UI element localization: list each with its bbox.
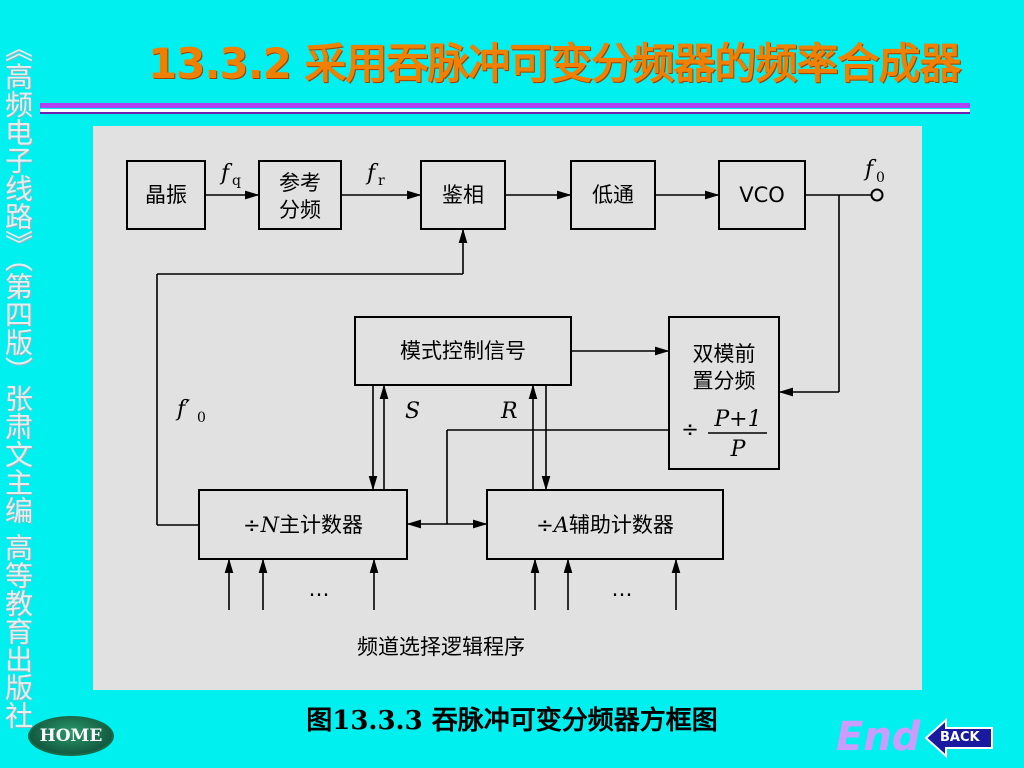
prescaler-block xyxy=(668,316,780,470)
ref-divider-label-1: 参考 xyxy=(279,171,321,195)
main-counter-block xyxy=(198,489,408,560)
back-button[interactable]: BACK xyxy=(924,718,994,758)
prescaler-label-2: 置分频 xyxy=(693,369,756,393)
signal-R: R xyxy=(500,399,518,424)
title-divider xyxy=(40,103,970,108)
vco-label: VCO xyxy=(739,183,785,207)
page-title: 13.3.2 采用吞脉冲可变分频器的频率合成器 xyxy=(148,39,961,88)
signal-fr: f xyxy=(365,161,379,186)
title-divider-shadow xyxy=(40,112,970,114)
signal-fq-sub: q xyxy=(232,173,241,189)
prescaler-denominator: P xyxy=(730,437,747,462)
mode-control-label: 模式控制信号 xyxy=(400,339,526,363)
signal-f0-prime: f′ xyxy=(175,397,190,422)
signal-fr-sub: r xyxy=(378,173,385,189)
prescaler-div-sign: ÷ xyxy=(681,417,699,441)
aux-counter-block xyxy=(486,489,724,560)
phase-detector-label: 鉴相 xyxy=(442,183,484,207)
aux-counter-label: ÷A辅助计数器 xyxy=(536,513,674,537)
end-link[interactable]: End xyxy=(836,714,921,760)
channel-select-label: 频道选择逻辑程序 xyxy=(357,635,525,659)
prescaler-label-1: 双模前 xyxy=(693,342,756,366)
figure-caption: 图13.3.3 吞脉冲可变分频器方框图 xyxy=(306,706,718,736)
diagram-panel: 晶振 参考 分频 鉴相 低通 VCO f q f r f 0 模式控制信号 双 xyxy=(93,126,922,690)
side-publisher-text: 《高频电子线路》（第四版）张肃文主编 高等教育出版社 xyxy=(1,34,34,729)
crystal-block xyxy=(126,160,206,230)
signal-S: S xyxy=(405,399,420,424)
crystal-label: 晶振 xyxy=(145,183,187,207)
dots-main: … xyxy=(309,577,330,601)
output-terminal xyxy=(870,188,884,202)
back-label: BACK xyxy=(940,730,980,745)
block-diagram: 晶振 参考 分频 鉴相 低通 VCO f q f r f 0 模式控制信号 双 xyxy=(126,157,885,659)
signal-f0-sub: 0 xyxy=(876,170,885,186)
signal-fq: f xyxy=(219,161,233,186)
ref-divider-label-2: 分频 xyxy=(279,198,321,222)
vco-block xyxy=(718,160,806,230)
home-button[interactable]: HOME xyxy=(28,716,114,756)
ref-divider-block xyxy=(258,160,342,230)
dots-aux: … xyxy=(612,577,633,601)
lowpass-label: 低通 xyxy=(592,183,634,207)
signal-f0-prime-sub: 0 xyxy=(197,410,206,426)
signal-f0: f xyxy=(863,157,877,182)
prescaler-numerator: P+1 xyxy=(713,407,761,432)
main-counter-label: ÷N主计数器 xyxy=(243,513,363,537)
back-arrow-icon xyxy=(924,718,993,758)
title-divider-highlight xyxy=(40,109,970,112)
